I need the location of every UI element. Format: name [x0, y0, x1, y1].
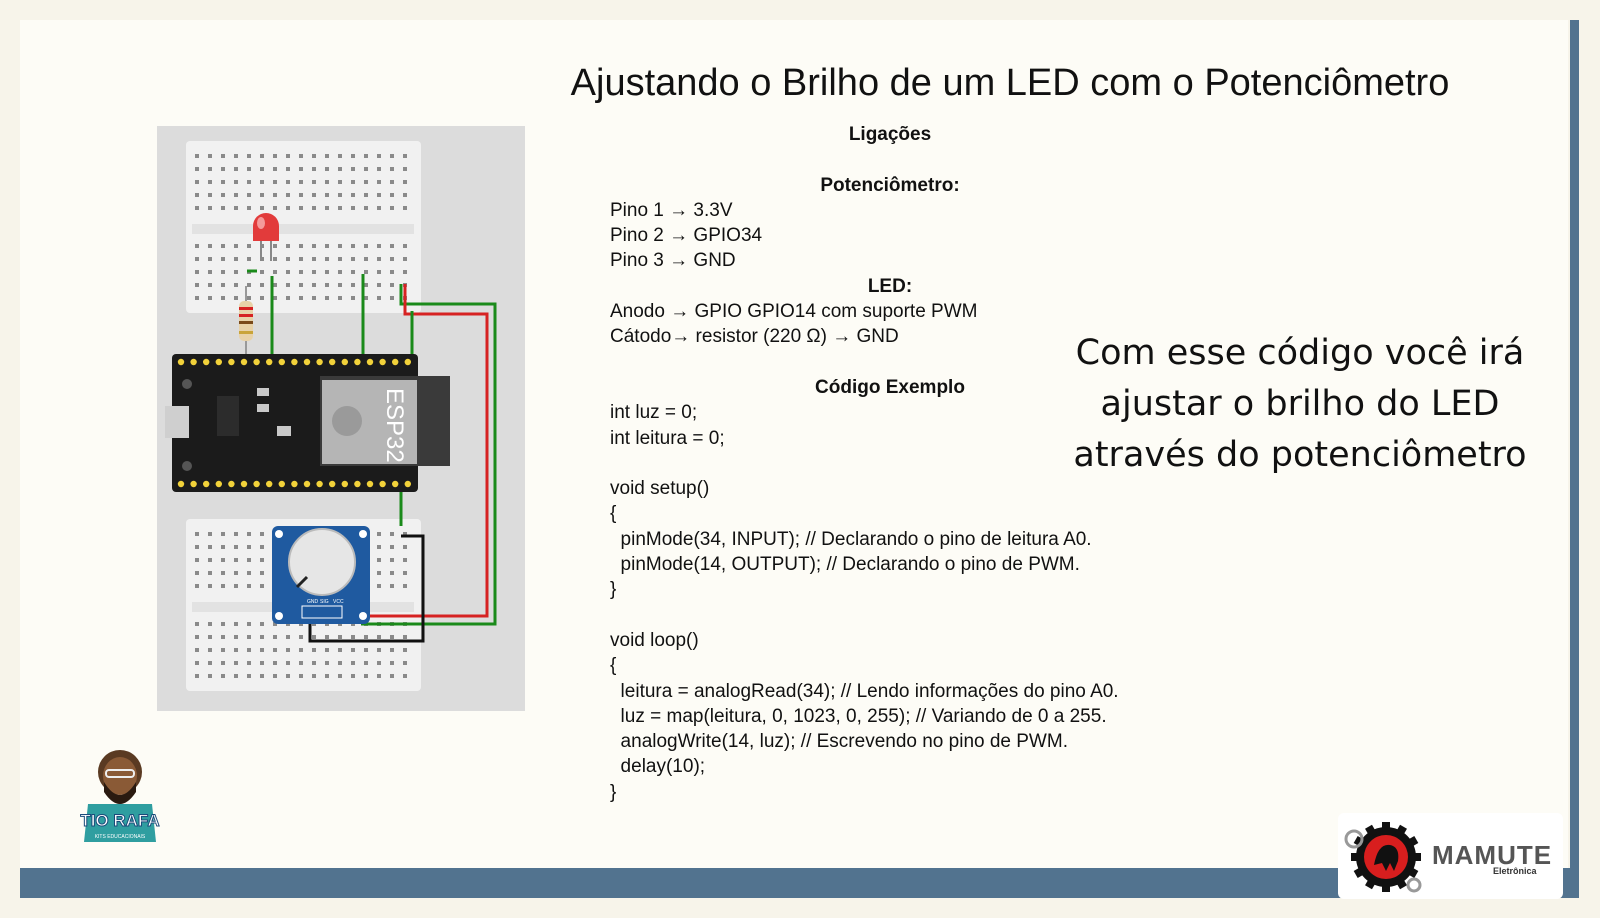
text-line: Pino 2 → GPIO34	[610, 225, 763, 247]
text-line: }	[610, 579, 617, 601]
callout-text: Com esse código você irá ajustar o brilho…	[1040, 328, 1560, 481]
section-heading: Potenciômetro:	[820, 174, 960, 196]
callout-line: Com esse código você irá	[1075, 333, 1525, 373]
text-line: }	[610, 781, 617, 803]
text-line: Pino 3 → GND	[610, 250, 736, 272]
pot-pin-label: GND	[307, 599, 319, 605]
text-line: Anodo → GPIO GPIO14 com suporte PWM	[610, 301, 978, 323]
mamute-logo: MAMUTE Eletrônica	[1338, 813, 1563, 899]
text-line: pinMode(14, OUTPUT); // Declarando o pin…	[610, 554, 1080, 576]
text-line: void setup()	[610, 478, 710, 500]
text-line: Cátodo→ resistor (220 Ω) → GND	[610, 326, 899, 348]
wire-red	[361, 284, 489, 618]
gear-icon	[1344, 822, 1422, 893]
led	[253, 213, 279, 241]
pot-pin-label: VCC	[333, 599, 344, 605]
right-accent-bar	[1570, 20, 1579, 898]
mascot-name: TIO RAFA	[80, 811, 159, 830]
text-line: {	[610, 655, 617, 677]
logo-name: MAMUTE	[1432, 840, 1553, 870]
text-line: int leitura = 0;	[610, 427, 725, 449]
esp32-label: ESP32	[381, 388, 408, 463]
text-line	[610, 147, 1390, 172]
text-line	[610, 603, 1390, 628]
callout-line: ajustar o brilho do LED	[1100, 384, 1500, 424]
text-line: int luz = 0;	[610, 402, 698, 424]
bottom-accent-bar	[20, 868, 1579, 898]
logo-sub: Eletrônica	[1493, 866, 1537, 876]
text-line: delay(10);	[610, 756, 706, 778]
text-line: void loop()	[610, 629, 699, 651]
mascot-sub: KITS EDUCACIONAIS	[95, 834, 146, 840]
esp32-pins	[177, 358, 411, 488]
text-line: pinMode(34, INPUT); // Declarando o pino…	[610, 528, 1092, 550]
section-heading: LED:	[867, 275, 913, 297]
text-line: {	[610, 503, 617, 525]
text-line: leitura = analogRead(34); // Lendo infor…	[610, 680, 1119, 702]
pot-pin-label: SIG	[320, 599, 329, 605]
section-heading: Ligações	[848, 124, 932, 145]
callout-line: através do potenciômetro	[1073, 435, 1527, 475]
text-line: luz = map(leitura, 0, 1023, 0, 255); // …	[610, 705, 1107, 727]
mascot-logo: TIO RAFA KITS EDUCACIONAIS	[80, 750, 160, 842]
section-heading: Código Exemplo	[815, 376, 965, 398]
wire-green-long	[361, 284, 497, 626]
usb-port	[165, 406, 189, 438]
text-line: analogWrite(14, luz); // Escrevendo no p…	[610, 731, 1068, 753]
wire-black-gnd	[308, 534, 425, 643]
text-line: Pino 1 → 3.3V	[610, 199, 733, 221]
slide-title: Ajustando o Brilho de um LED com o Poten…	[570, 62, 1450, 104]
